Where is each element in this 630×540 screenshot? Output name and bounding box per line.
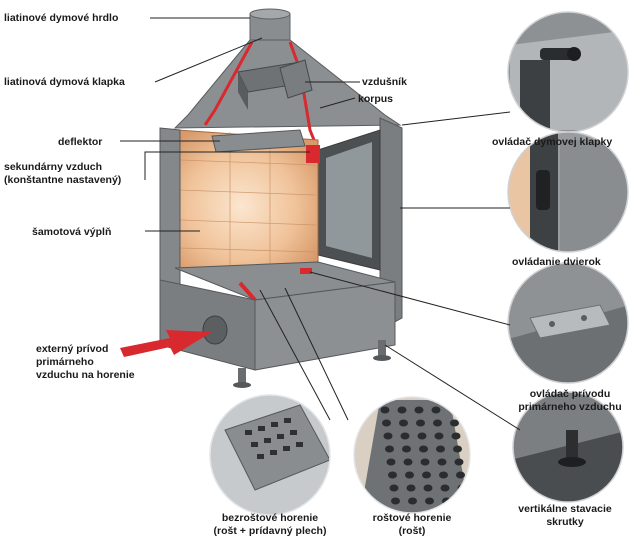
label-gridless-1: bezroštové horenie: [221, 512, 319, 524]
detail-primary-air-control: [507, 262, 629, 384]
grate-hole: [408, 497, 417, 505]
detail-door-control: [507, 131, 629, 253]
detail-gridless-burning: [209, 394, 331, 516]
leader-lines: [120, 17, 521, 431]
grate-hole: [422, 471, 431, 479]
detail-leveling-screws: [512, 391, 624, 503]
grate-hole: [406, 484, 416, 492]
grate-hole: [400, 432, 410, 440]
grate-hole: [416, 419, 425, 427]
grate-hole: [437, 458, 447, 466]
label-ext-air-3: vzduchu na horenie: [36, 369, 135, 381]
grate-hole: [386, 458, 396, 466]
grate-hole: [436, 445, 445, 453]
label-primary-control-1: ovládač prívodu: [529, 388, 611, 400]
label-grate-2: (rošt): [398, 525, 426, 537]
label-secondary-air-note: (konštantne nastavený): [4, 174, 122, 186]
label-deflector: deflektor: [58, 136, 103, 148]
label-air-guide: vzdušník: [362, 76, 407, 88]
detail-grate-burning: [353, 396, 471, 514]
grate-hole: [388, 471, 397, 479]
label-gridless-2: (rošt + prídavný plech): [213, 525, 327, 537]
grate-hole: [440, 484, 450, 492]
label-leveling-2: skrutky: [546, 516, 584, 528]
grate-hole: [456, 471, 465, 479]
grate-hole: [399, 419, 408, 427]
grate-hole: [450, 419, 459, 427]
grate-hole: [382, 419, 391, 427]
label-grate-1: roštové horenie: [372, 512, 452, 524]
grate-hole: [454, 458, 464, 466]
grate-hole: [414, 406, 424, 414]
grate-hole: [380, 406, 390, 414]
label-leveling-1: vertikálne stavacie: [518, 503, 612, 515]
grate-hole: [431, 406, 441, 414]
grate-hole: [423, 484, 433, 492]
grate-hole: [451, 432, 461, 440]
grate-hole: [391, 497, 400, 505]
grate-hole: [453, 445, 462, 453]
grate-hole: [439, 471, 448, 479]
grate-hole: [433, 419, 442, 427]
grate-hole: [405, 471, 414, 479]
grate-hole: [385, 445, 394, 453]
label-body: korpus: [358, 93, 394, 105]
grate-hole: [420, 458, 430, 466]
grate-hole: [448, 406, 458, 414]
grate-hole: [459, 497, 468, 505]
fireplace-unit: [120, 8, 403, 388]
label-primary-control-2: primárneho vzduchu: [518, 401, 622, 413]
label-ext-air-1: externý prívod: [36, 343, 109, 355]
grate-hole: [403, 458, 413, 466]
detail-damper-control: [507, 11, 629, 133]
label-door-control: ovládanie dvierok: [512, 256, 601, 268]
grate-hole: [397, 406, 407, 414]
grate-hole: [434, 432, 444, 440]
grate-hole: [389, 484, 399, 492]
label-flue: liatinové dymové hrdlo: [4, 12, 119, 24]
label-fireclay: šamotová výplň: [32, 226, 112, 238]
grate-hole: [425, 497, 434, 505]
grate-hole: [417, 432, 427, 440]
label-ext-air-2: primárneho: [36, 356, 94, 368]
label-damper-control: ovládač dymovej klapky: [492, 136, 613, 148]
label-secondary-air: sekundárny vzduch: [4, 161, 103, 173]
grate-hole: [383, 432, 393, 440]
grate-hole: [419, 445, 428, 453]
grate-hole: [402, 445, 411, 453]
external-air-arrow: [120, 330, 212, 357]
label-damper: liatinová dymová klapka: [4, 76, 125, 88]
